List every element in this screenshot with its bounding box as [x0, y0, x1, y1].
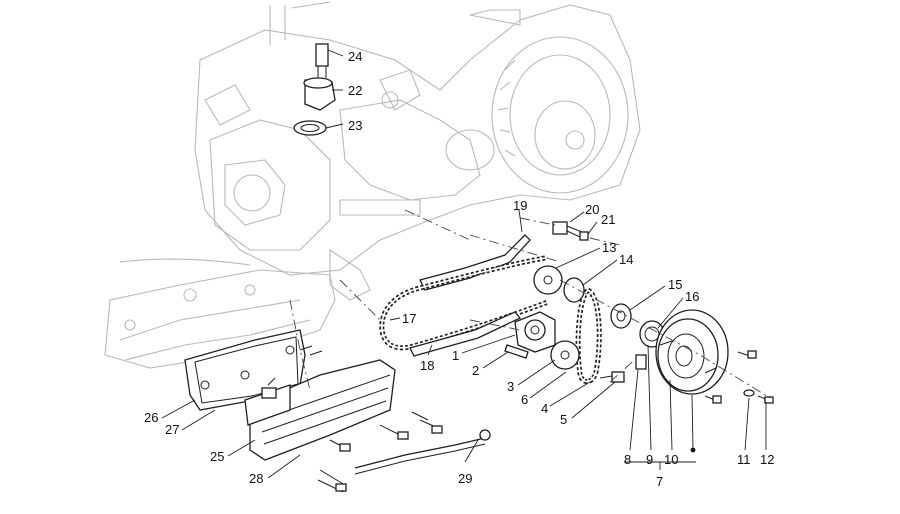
callout-11: 11	[737, 452, 751, 467]
crankcase-cover-outline	[104, 258, 336, 369]
callout-17: 17	[402, 311, 416, 326]
callout-28: 28	[249, 471, 263, 486]
callout-14: 14	[619, 252, 633, 267]
small-fasteners	[599, 350, 774, 404]
callout-26: 26	[144, 410, 158, 425]
callout-19: 19	[513, 198, 527, 213]
timing-chain-assembly	[379, 234, 602, 385]
callout-16: 16	[685, 289, 699, 304]
callout-5: 5	[560, 412, 567, 427]
callout-labels: 24 22 23 19 20 21 13 14 15 16 17 18 1 2 …	[144, 49, 774, 489]
callout-3: 3	[507, 379, 514, 394]
oil-pump	[504, 311, 556, 359]
assembly-axis-lines	[289, 209, 771, 399]
callout-8: 8	[624, 452, 631, 467]
oil-sump	[244, 359, 396, 461]
chain-tensioner-assembly	[293, 43, 336, 136]
callout-20: 20	[585, 202, 599, 217]
callout-25: 25	[210, 449, 224, 464]
callout-21: 21	[601, 212, 615, 227]
callout-9: 9	[646, 452, 653, 467]
callout-22: 22	[348, 83, 362, 98]
oil-pipe	[354, 429, 491, 475]
engine-block-outline	[194, 1, 641, 301]
callout-1: 1	[452, 348, 459, 363]
callout-24: 24	[348, 49, 362, 64]
callout-27: 27	[165, 422, 179, 437]
callout-15: 15	[668, 277, 682, 292]
callout-7: 7	[656, 474, 663, 489]
callout-18: 18	[420, 358, 434, 373]
callout-12: 12	[760, 452, 774, 467]
sump-bolts	[267, 345, 443, 493]
callout-13: 13	[602, 240, 616, 255]
callout-29: 29	[458, 471, 472, 486]
callout-10: 10	[664, 452, 678, 467]
shaft-sprocket-and-seal	[610, 303, 665, 348]
callout-23: 23	[348, 118, 362, 133]
drive-pulley	[655, 309, 729, 395]
callout-2: 2	[472, 363, 479, 378]
callout-6: 6	[521, 392, 528, 407]
leader-lines	[161, 49, 767, 479]
guide-bolts	[552, 221, 589, 241]
callout-4: 4	[541, 401, 548, 416]
